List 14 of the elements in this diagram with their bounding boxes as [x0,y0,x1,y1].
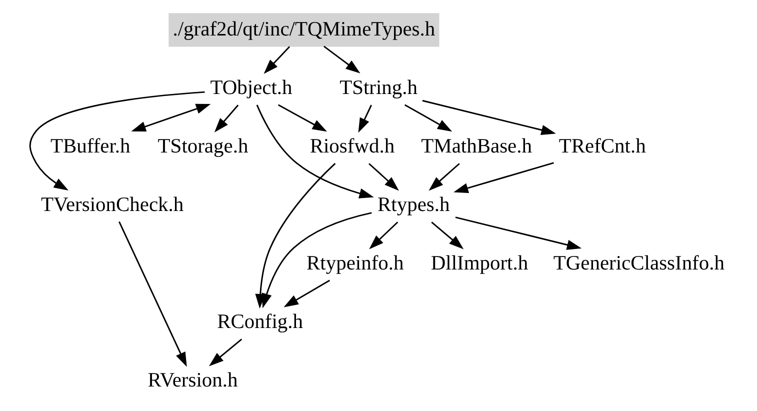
node-text: DllImport.h [430,252,528,274]
node-text: TMathBase.h [420,135,532,158]
node-text: Rtypeinfo.h [306,252,404,274]
node-text: RConfig.h [216,310,302,333]
node-text: TRefCnt.h [558,135,646,158]
node-text: RVersion.h [147,369,238,392]
node-text: Riosfwd.h [309,135,394,158]
node-text: TObject.h [210,76,292,99]
node-text: TStorage.h [157,135,248,158]
node-text: TString.h [339,76,417,99]
node-text: TGenericClassInfo.h [552,252,724,274]
node-text: TBuffer.h [50,135,130,158]
node-text: TVersionCheck.h [40,194,184,216]
node-text: Rtypes.h [377,194,450,216]
